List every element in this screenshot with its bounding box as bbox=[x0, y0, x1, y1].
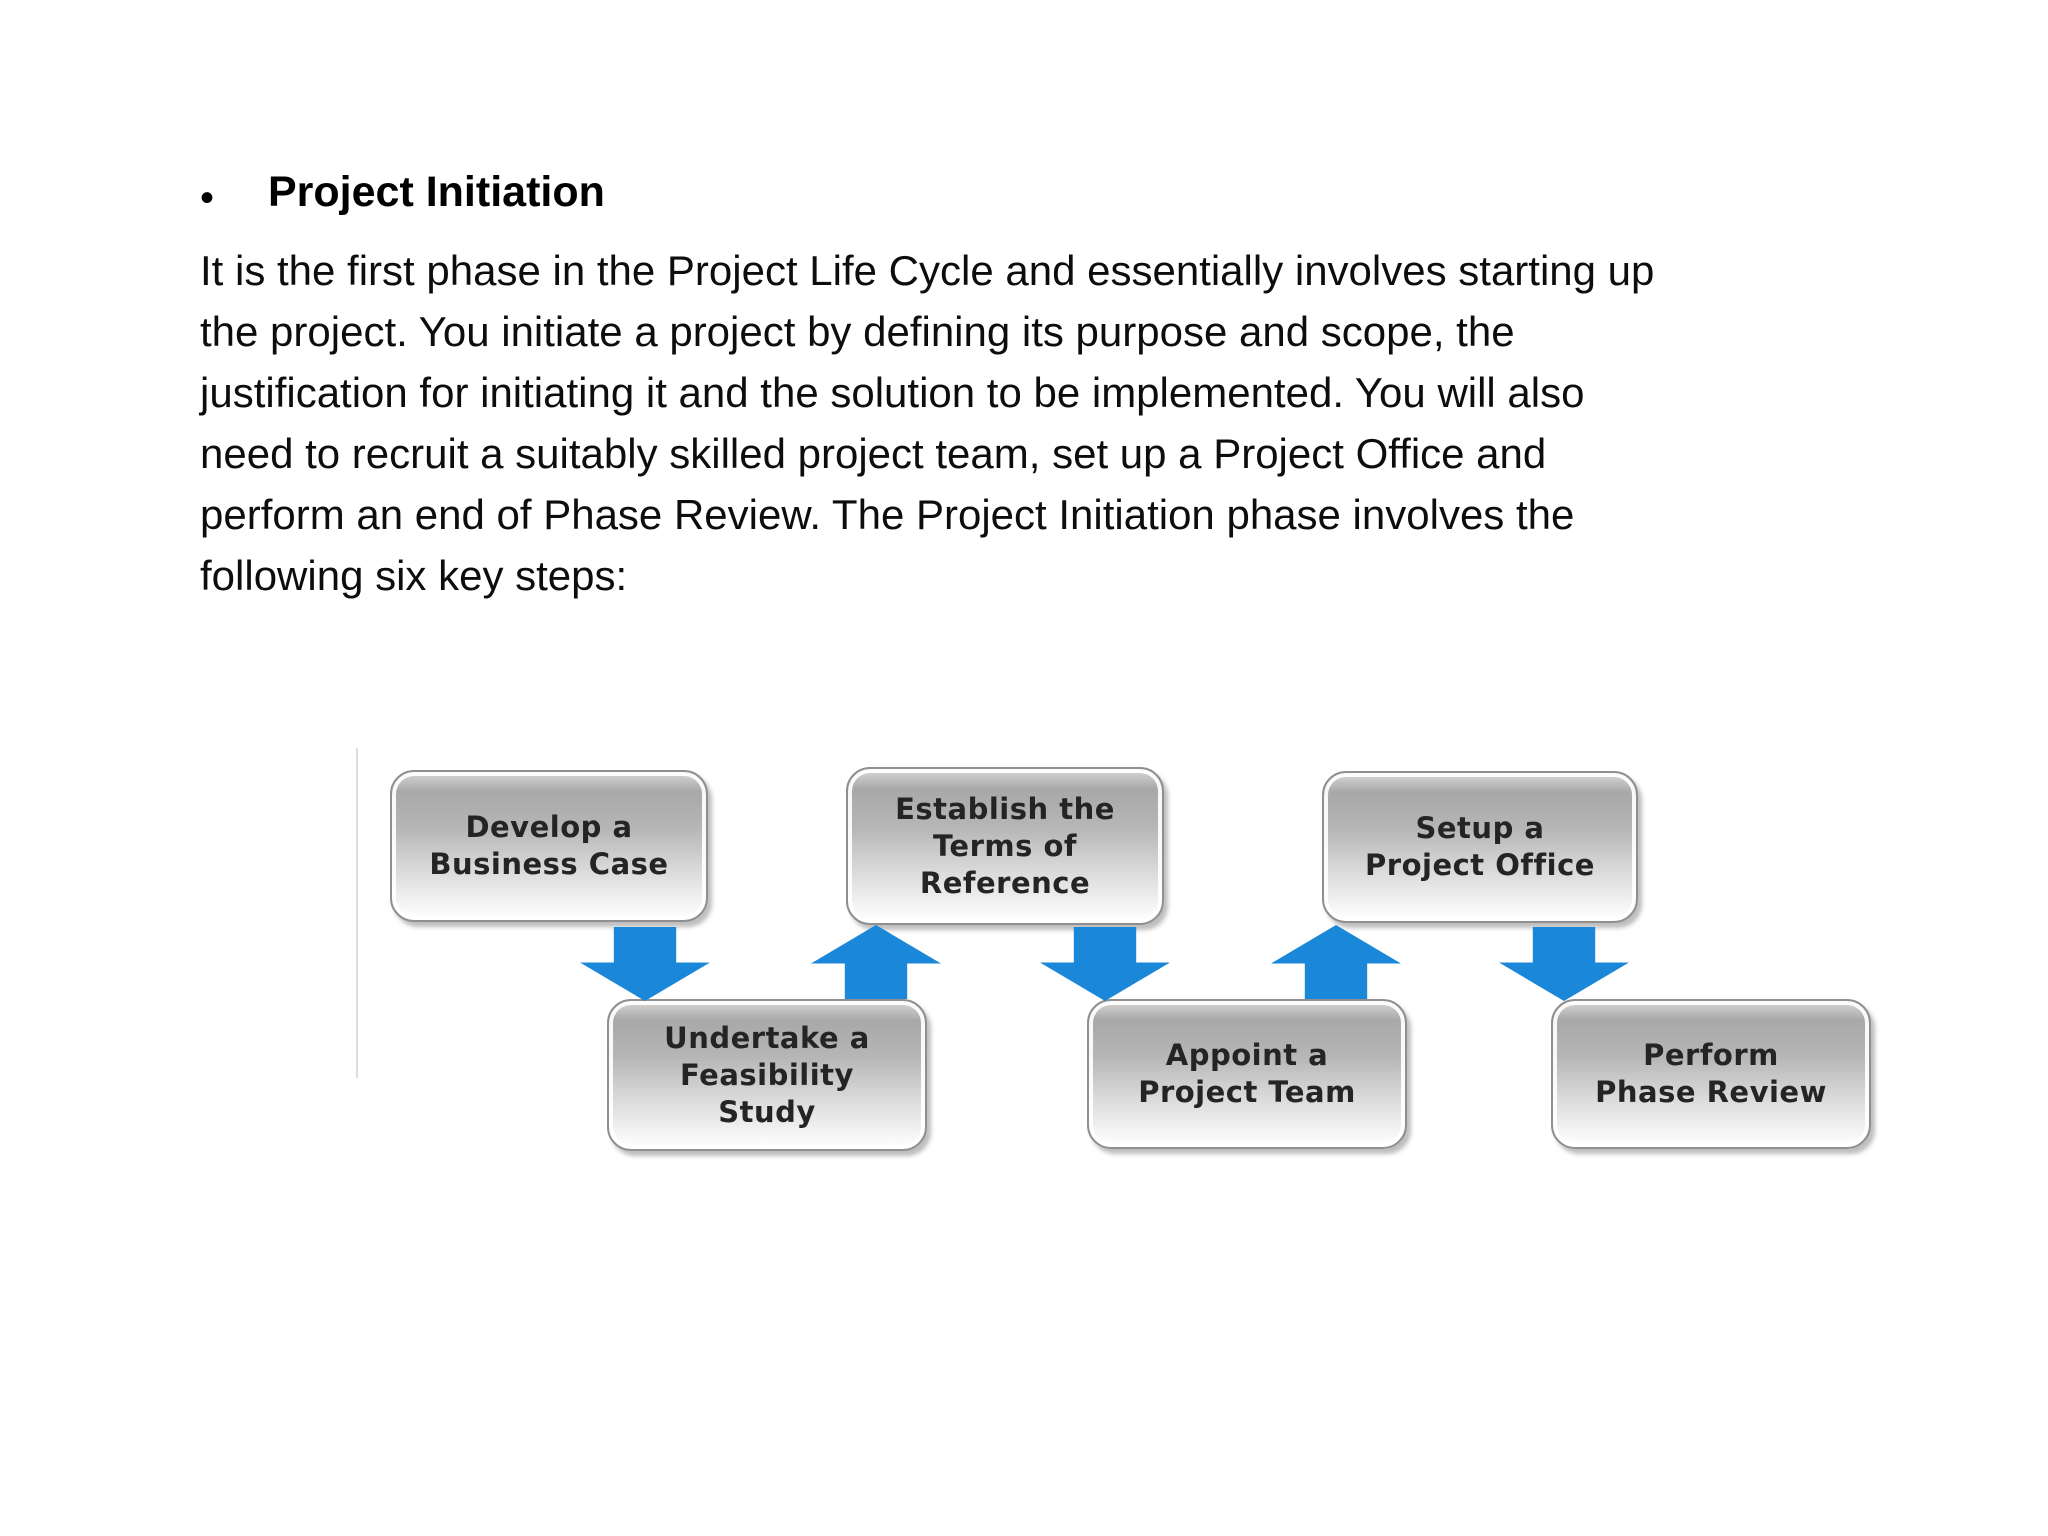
paragraph-line: justification for initiating it and the … bbox=[200, 369, 1585, 416]
flow-arrow-up-icon bbox=[811, 925, 941, 999]
page-title: Project Initiation bbox=[268, 168, 605, 216]
step-box-label-line: Develop a bbox=[465, 810, 633, 844]
flow-arrow-down-icon bbox=[1040, 927, 1170, 1001]
flow-arrow-down-icon bbox=[580, 927, 710, 1001]
step-box-label-line: Project Team bbox=[1138, 1075, 1356, 1109]
step-box-label-line: Feasibility bbox=[680, 1057, 854, 1092]
step-box-appoint-project-team: Appoint a Project Team bbox=[1087, 999, 1407, 1149]
step-box-label-line: Appoint a bbox=[1165, 1038, 1329, 1072]
step-box-label-line: Reference bbox=[919, 865, 1091, 900]
body-paragraph: It is the first phase in the Project Lif… bbox=[200, 240, 1654, 606]
step-box-label-line: Phase Review bbox=[1595, 1075, 1827, 1109]
diagram-image-edge bbox=[356, 748, 358, 1078]
step-box-label-line: Undertake a bbox=[664, 1020, 870, 1055]
flow-arrow-up-icon bbox=[1271, 925, 1401, 999]
step-box-label-line: Perform bbox=[1643, 1038, 1779, 1072]
paragraph-line: the project. You initiate a project by d… bbox=[200, 308, 1515, 355]
step-box-setup-project-office: Setup a Project Office bbox=[1322, 771, 1638, 923]
step-box-label-line: Project Office bbox=[1365, 848, 1595, 882]
step-box-label-line: Establish the bbox=[895, 791, 1115, 826]
step-box-perform-phase-review: Perform Phase Review bbox=[1551, 999, 1871, 1149]
flow-arrow-down-icon bbox=[1499, 927, 1629, 1001]
bullet-icon: • bbox=[200, 176, 215, 220]
step-box-label-line: Business Case bbox=[429, 847, 669, 881]
step-box-establish-terms: Establish the Terms of Reference bbox=[846, 767, 1164, 925]
paragraph-line: It is the first phase in the Project Lif… bbox=[200, 247, 1655, 294]
step-box-label-line: Setup a bbox=[1415, 811, 1545, 845]
step-box-develop-business-case: Develop a Business Case bbox=[390, 770, 708, 922]
step-box-undertake-feasibility: Undertake a Feasibility Study bbox=[607, 999, 927, 1151]
step-box-label-line: Study bbox=[718, 1094, 816, 1129]
paragraph-line: need to recruit a suitably skilled proje… bbox=[200, 430, 1547, 477]
step-box-label-line: Terms of bbox=[932, 828, 1077, 863]
paragraph-line: following six key steps: bbox=[200, 552, 628, 599]
paragraph-line: perform an end of Phase Review. The Proj… bbox=[200, 491, 1575, 538]
